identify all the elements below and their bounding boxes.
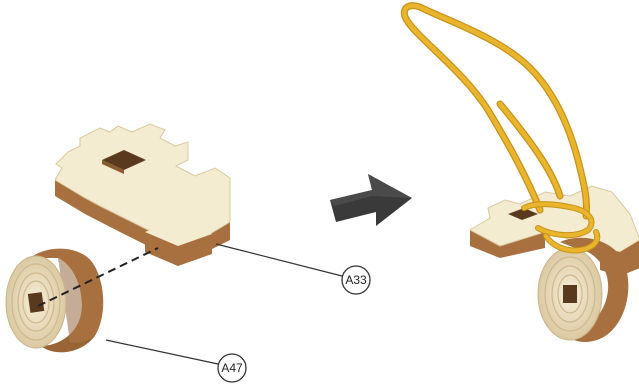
direction-arrow-icon [330,174,412,226]
callout-leader-a47 [105,339,219,365]
spool-rim [30,248,104,353]
assembled-result [400,2,639,342]
bracket-part-a33 [54,123,231,266]
callout-circle-a47 [217,353,247,383]
spool-part-a47 [5,248,104,353]
bracket-top-face [54,123,231,237]
spool-square-hole [27,292,45,313]
assembled-spool-rim [560,237,629,342]
assembly-dashed-line [37,247,159,307]
callout-circle-a33 [341,265,371,295]
callout-label-a47: A47 [221,361,243,375]
callout-label-a33: A33 [345,273,367,287]
callout-a33: A33 [215,243,371,295]
callout-a47: A47 [105,339,247,383]
bracket-lower-block [145,232,212,266]
callout-leader-a33 [215,243,343,277]
